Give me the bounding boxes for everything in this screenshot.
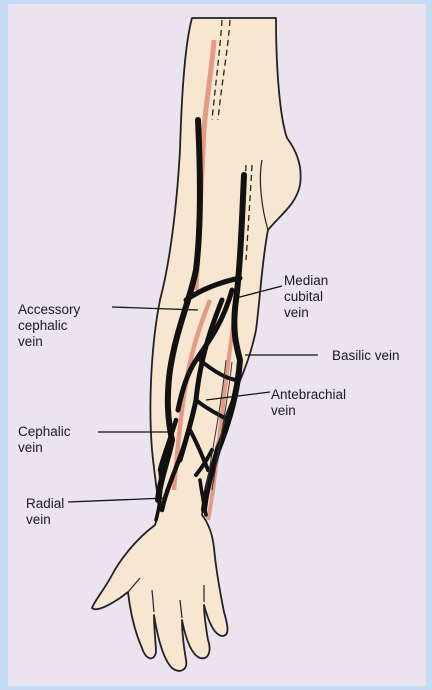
label-radial-vein: Radial vein: [26, 496, 64, 528]
label-antebrachial-vein: Antebrachial vein: [271, 387, 346, 419]
label-basilic-vein: Basilic vein: [332, 348, 400, 364]
label-accessory-cephalic-vein: Accessory cephalic vein: [18, 302, 80, 350]
label-cephalic-vein: Cephalic vein: [18, 424, 71, 456]
leader-radial: [68, 498, 166, 502]
label-median-cubital-vein: Median cubital vein: [284, 273, 328, 321]
